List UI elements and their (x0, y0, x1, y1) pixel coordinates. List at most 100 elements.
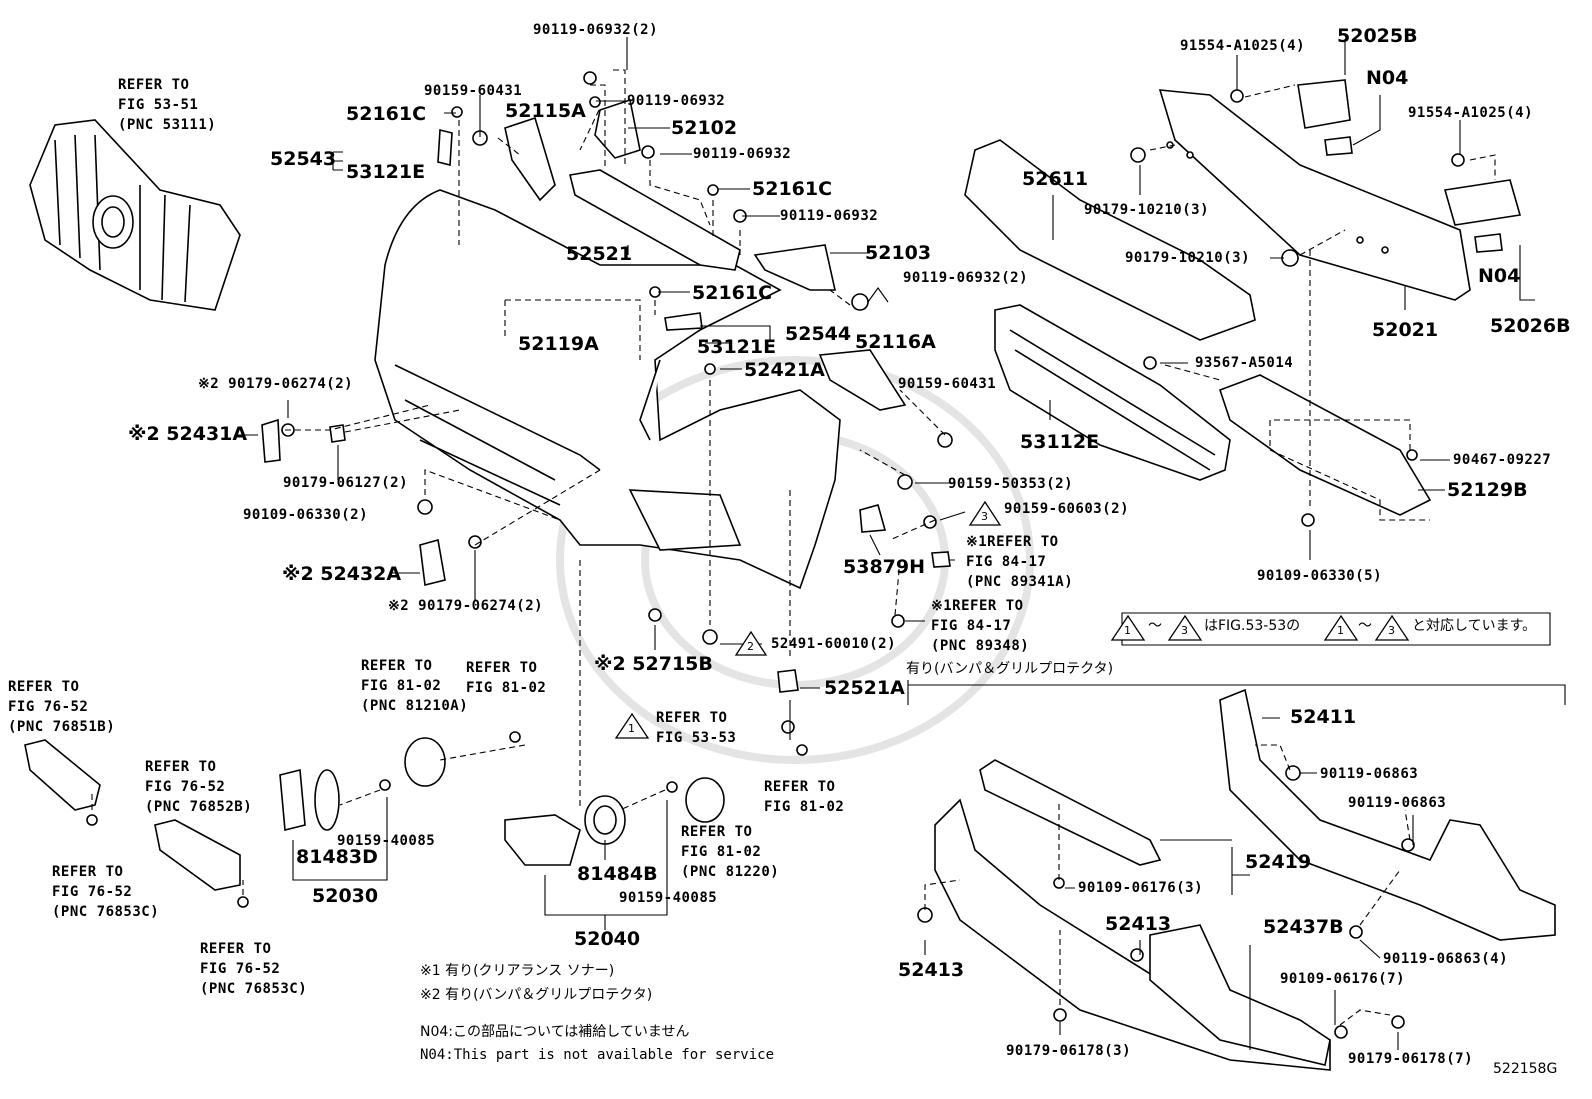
bumper-protector-note: 有り(バンパ＆グリルプロテクタ) (906, 661, 1114, 677)
part-label-90109-06330-5: 90109-06330(5) (1257, 568, 1383, 584)
refer-note-89348: ※1REFER TO FIG 84-17 (PNC 89348) (931, 598, 1030, 654)
part-label-52431a: ※2 52431A (128, 423, 248, 445)
part-label-90179-06274-2: ※2 90179-06274(2) (388, 598, 544, 614)
footnote-2: ※2 有り(バンパ＆グリルプロテクタ) (420, 987, 653, 1003)
diagram-id: 522158G (1493, 1061, 1558, 1077)
part-label-n04: N04 (1366, 67, 1409, 89)
part-label-90119-06863: 90119-06863 (1320, 766, 1419, 782)
part-label-90119-06932-2: 90119-06932(2) (533, 22, 659, 38)
refer-note-76853c: REFER TO FIG 76-52 (PNC 76853C) (200, 941, 308, 997)
part-label-52129b: 52129B (1447, 479, 1528, 501)
refer-note-89341a: ※1REFER TO FIG 84-17 (PNC 89341A) (966, 534, 1074, 590)
side-brackets (437, 98, 907, 411)
part-label-90159-60431: 90159-60431 (424, 83, 523, 99)
fasteners (86, 71, 1465, 1039)
legend-triangle-1: 1 (1124, 624, 1131, 637)
part-label-90119-06932: 90119-06932 (780, 208, 879, 224)
part-label-90119-06863: 90119-06863 (1348, 795, 1447, 811)
part-label-90119-06932: 90119-06932 (693, 146, 792, 162)
refer-note-81210a: REFER TO FIG 81-02 (PNC 81210A) (361, 658, 469, 714)
part-label-52432a: ※2 52432A (282, 563, 402, 585)
part-label-52491-60010-2: 52491-60010(2) (771, 636, 897, 652)
part-label-91554-a1025-4: 91554-A1025(4) (1180, 38, 1306, 54)
footnote-n04-en: N04:This part is not available for servi… (420, 1047, 775, 1063)
part-label-90159-60603-2: 90159-60603(2) (1004, 501, 1130, 517)
part-label-52161c: 52161C (752, 178, 833, 200)
lower-absorber (1218, 374, 1432, 516)
part-label-52521: 52521 (566, 243, 633, 265)
part-label-90159-50353-2: 90159-50353(2) (948, 476, 1074, 492)
refer-note-53-53: REFER TO FIG 53-53 (656, 710, 737, 746)
part-label-90467-09227: 90467-09227 (1453, 452, 1552, 468)
part-label-52715b: ※2 52715B (594, 653, 713, 675)
part-label-52116a: 52116A (855, 331, 936, 353)
part-label-52026b: 52026B (1490, 315, 1571, 337)
triangle-number: 1 (628, 722, 635, 735)
part-label-90179-06178-7: 90179-06178(7) (1348, 1051, 1474, 1067)
refer-note-76851b: REFER TO FIG 76-52 (PNC 76851B) (8, 679, 116, 735)
part-label-52115a: 52115A (505, 100, 586, 122)
part-label-90179-06127-2: 90179-06127(2) (283, 475, 409, 491)
part-label-90159-60431: 90159-60431 (898, 376, 997, 392)
legend-triangle-3: 3 (1181, 624, 1188, 637)
refer-note-76853c: REFER TO FIG 76-52 (PNC 76853C) (52, 864, 160, 920)
front-bumper-cover (374, 189, 841, 590)
part-label-90109-06330-2: 90109-06330(2) (243, 507, 369, 523)
legend-triangle-1: 1 (1337, 624, 1344, 637)
part-label-53879h: 53879H (843, 556, 926, 578)
part-label-90119-06863-4: 90119-06863(4) (1383, 951, 1509, 967)
part-label-52119a: 52119A (518, 333, 599, 355)
part-label-52413: 52413 (1105, 913, 1172, 935)
refer-note-81-02: REFER TO FIG 81-02 (764, 779, 845, 815)
part-label-52413: 52413 (898, 959, 965, 981)
legend-tilde: ～ (1148, 618, 1162, 634)
lamp-covers (24, 739, 241, 891)
part-label-53121e: 53121E (697, 336, 777, 358)
reference-triangles (614, 500, 1410, 739)
part-label-90159-40085: 90159-40085 (619, 890, 718, 906)
part-label-52103: 52103 (865, 242, 932, 264)
part-label-53121e: 53121E (346, 161, 426, 183)
part-label-n04: N04 (1478, 265, 1521, 287)
part-label-52021: 52021 (1372, 319, 1439, 341)
footnote-n04-jp: N04:この部品については補給していません (420, 1024, 690, 1040)
part-label-90109-06176-7: 90109-06176(7) (1280, 971, 1406, 987)
part-label-52102: 52102 (671, 117, 738, 139)
part-label-52411: 52411 (1290, 706, 1357, 728)
part-label-90119-06932-2: 90119-06932(2) (903, 270, 1029, 286)
legend-tilde: ～ (1358, 618, 1372, 634)
fog-lamp-parts (279, 737, 725, 866)
part-label-90159-40085: 90159-40085 (337, 833, 436, 849)
part-label-81484b: 81484B (577, 863, 658, 885)
small-brackets (261, 79, 1522, 693)
installation-lines (91, 69, 1496, 1026)
legend-tail: と対応しています。 (1412, 618, 1537, 634)
part-label-52521a: 52521A (824, 677, 905, 699)
upper-retainer (569, 169, 741, 271)
part-label-52030: 52030 (312, 885, 379, 907)
leader-lines (237, 37, 1566, 1050)
part-label-90179-10210-3: 90179-10210(3) (1084, 202, 1210, 218)
part-label-52040: 52040 (574, 928, 641, 950)
refer-note-81-02: REFER TO FIG 81-02 (466, 660, 547, 696)
part-label-90109-06176-3: 90109-06176(3) (1078, 880, 1204, 896)
footnote-1: ※1 有り(クリアランス ソナー) (420, 963, 615, 979)
part-label-90119-06932: 90119-06932 (627, 93, 726, 109)
part-label-52025b: 52025B (1337, 25, 1418, 47)
part-label-52419: 52419 (1245, 851, 1312, 873)
triangle-number: 3 (981, 510, 988, 523)
part-label-90179-10210-3: 90179-10210(3) (1125, 250, 1251, 266)
bumper-reinforcement (964, 89, 1471, 341)
refer-note-76852b: REFER TO FIG 76-52 (PNC 76852B) (145, 759, 253, 815)
refer-note-81220: REFER TO FIG 81-02 (PNC 81220) (681, 824, 780, 880)
legend-text: はFIG.53-53の (1204, 618, 1301, 634)
lower-grille (994, 304, 1231, 481)
triangle-number: 2 (747, 640, 754, 653)
part-label-81483d: 81483D (296, 846, 378, 868)
part-label-52161c: 52161C (692, 282, 773, 304)
part-label-93567-a5014: 93567-A5014 (1195, 355, 1294, 371)
part-label-52161c: 52161C (346, 103, 427, 125)
part-label-53112e: 53112E (1020, 431, 1100, 453)
